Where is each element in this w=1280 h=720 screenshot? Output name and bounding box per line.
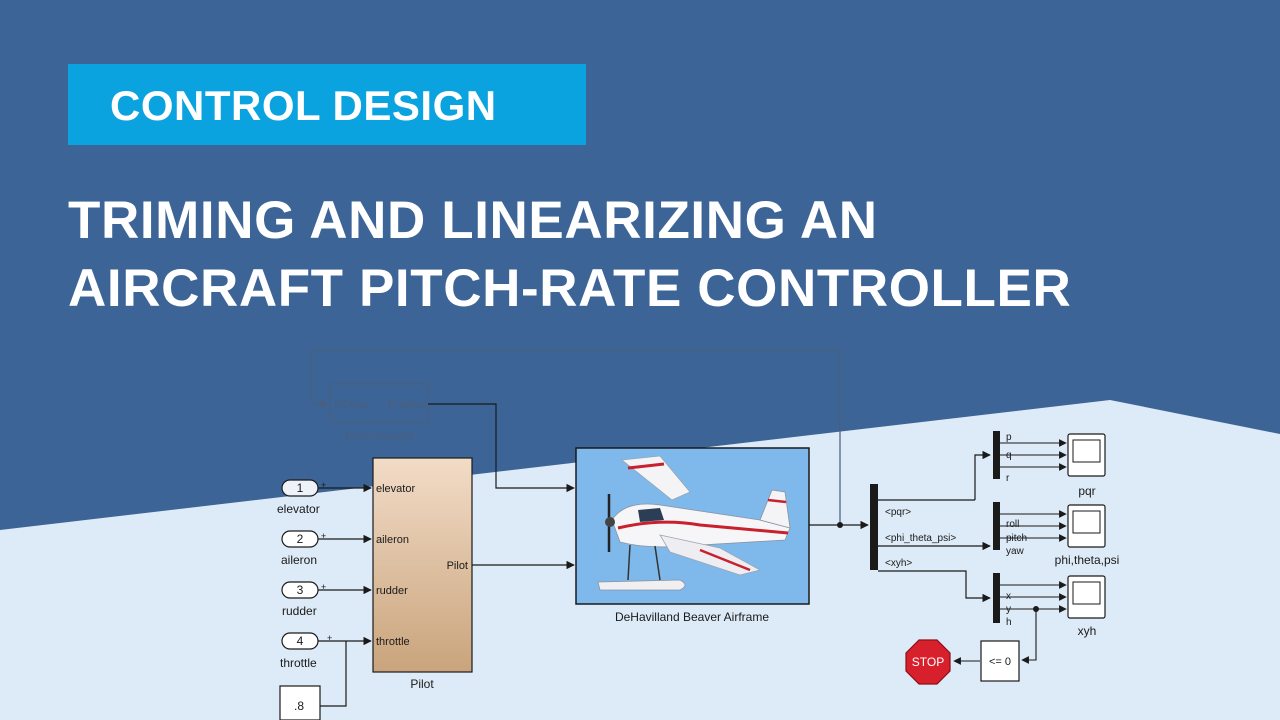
airframe-label: DeHavilland Beaver Airframe <box>615 610 769 624</box>
inport-number: 2 <box>297 532 304 546</box>
title-line-2: AIRCRAFT PITCH-RATE CONTROLLER <box>68 259 1072 318</box>
signal-label: p <box>1006 432 1012 443</box>
inport-number: 4 <box>297 634 304 648</box>
bus-selector[interactable] <box>870 484 878 570</box>
constant-value: .8 <box>294 699 304 713</box>
sign-glyph: + <box>327 633 332 643</box>
feedback-line <box>311 349 841 525</box>
stop-label: STOP <box>912 655 944 669</box>
demux-pqr[interactable] <box>993 431 1000 479</box>
pilot-input-throttle: throttle <box>376 636 410 648</box>
scope-pqr[interactable] <box>1067 433 1106 477</box>
compare-block[interactable]: <= 0 <box>980 640 1020 682</box>
stop-block[interactable]: STOP <box>905 639 951 685</box>
sign-glyphs: + + + + <box>321 480 332 643</box>
signal-label: r <box>1006 473 1010 484</box>
inport-label: elevator <box>277 502 320 516</box>
bus-lines <box>809 450 991 603</box>
environment-label: Environment <box>345 429 413 443</box>
sign-glyph: + <box>321 531 326 541</box>
branch-point <box>837 522 843 528</box>
environment-out-port: EnvBus <box>388 399 426 411</box>
scope-xyh[interactable] <box>1067 575 1106 619</box>
stop-sign-icon <box>905 639 951 685</box>
inport-label: rudder <box>282 604 317 618</box>
signal-label: roll <box>1006 519 1019 530</box>
signal-label: y <box>1006 604 1011 615</box>
bus-signal: <phi_theta_psi> <box>885 533 956 544</box>
signal-label: x <box>1006 591 1011 602</box>
demux-phi-theta-psi[interactable] <box>993 502 1000 550</box>
signal-label: q <box>1006 450 1012 461</box>
constant-line <box>320 641 347 707</box>
inport-label: throttle <box>280 656 317 670</box>
compare-label: <= 0 <box>989 656 1011 668</box>
pilot-input-aileron: aileron <box>376 534 409 546</box>
scope-label: phi,theta,psi <box>1055 553 1120 567</box>
inport-label: aileron <box>281 553 317 567</box>
pilot-input-elevator: elevator <box>376 483 415 495</box>
pilot-input-rudder: rudder <box>376 585 408 597</box>
signal-label: yaw <box>1006 546 1025 557</box>
demux-xyh[interactable] <box>993 573 1000 623</box>
sign-glyph: + <box>321 582 326 592</box>
environment-block[interactable] <box>329 383 429 423</box>
scope-label: pqr <box>1078 484 1095 498</box>
env-to-airframe-line <box>428 403 575 493</box>
airframe-block[interactable] <box>575 447 810 605</box>
environment-section <box>311 349 841 525</box>
airplane-icon <box>597 455 791 591</box>
signal-label: h <box>1006 617 1012 628</box>
title-line-1: TRIMING AND LINEARIZING AN <box>68 191 878 250</box>
scope-phi-theta-psi[interactable] <box>1067 504 1106 548</box>
branch-point <box>1033 606 1039 612</box>
bus-signal: <pqr> <box>885 507 911 518</box>
inport-number: 1 <box>297 481 304 495</box>
sign-glyph: + <box>321 480 326 490</box>
inport-throttle[interactable]: 4 <box>281 632 319 650</box>
pilot-output: Pilot <box>447 560 468 572</box>
environment-in-port: ACBus <box>334 399 369 411</box>
pilot-block[interactable]: elevator aileron rudder throttle Pilot <box>372 457 473 673</box>
category-badge: CONTROL DESIGN <box>68 64 586 145</box>
feedback-to-env <box>311 395 329 409</box>
inport-number: 3 <box>297 583 304 597</box>
bus-signal: <xyh> <box>885 558 912 569</box>
signal-label: pitch <box>1006 533 1027 544</box>
inport-aileron[interactable]: 2 <box>281 530 319 548</box>
inport-rudder[interactable]: 3 <box>281 581 319 599</box>
category-badge-label: CONTROL DESIGN <box>110 82 497 129</box>
constant-block[interactable]: .8 <box>279 685 321 720</box>
scope-label: xyh <box>1078 624 1097 638</box>
pilot-label: Pilot <box>410 677 434 691</box>
inport-elevator[interactable]: 1 <box>281 479 319 497</box>
inport-lines <box>318 483 372 707</box>
